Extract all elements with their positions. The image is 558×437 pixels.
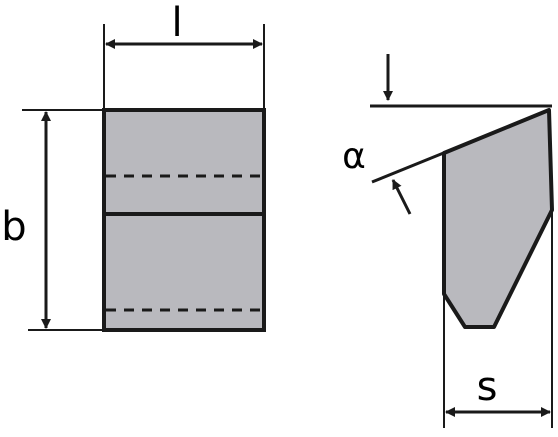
label-thickness-s: s	[477, 364, 498, 410]
label-width-b: b	[1, 204, 26, 250]
clearance-angle-line	[371, 150, 447, 184]
side-view: α s	[342, 54, 554, 428]
label-angle-alpha: α	[342, 136, 366, 177]
label-length-l: l	[171, 0, 182, 46]
insert-front-face	[102, 108, 266, 332]
insert-side-profile	[442, 108, 554, 329]
angle-arrow	[391, 179, 412, 215]
front-view: l b	[1, 0, 266, 332]
